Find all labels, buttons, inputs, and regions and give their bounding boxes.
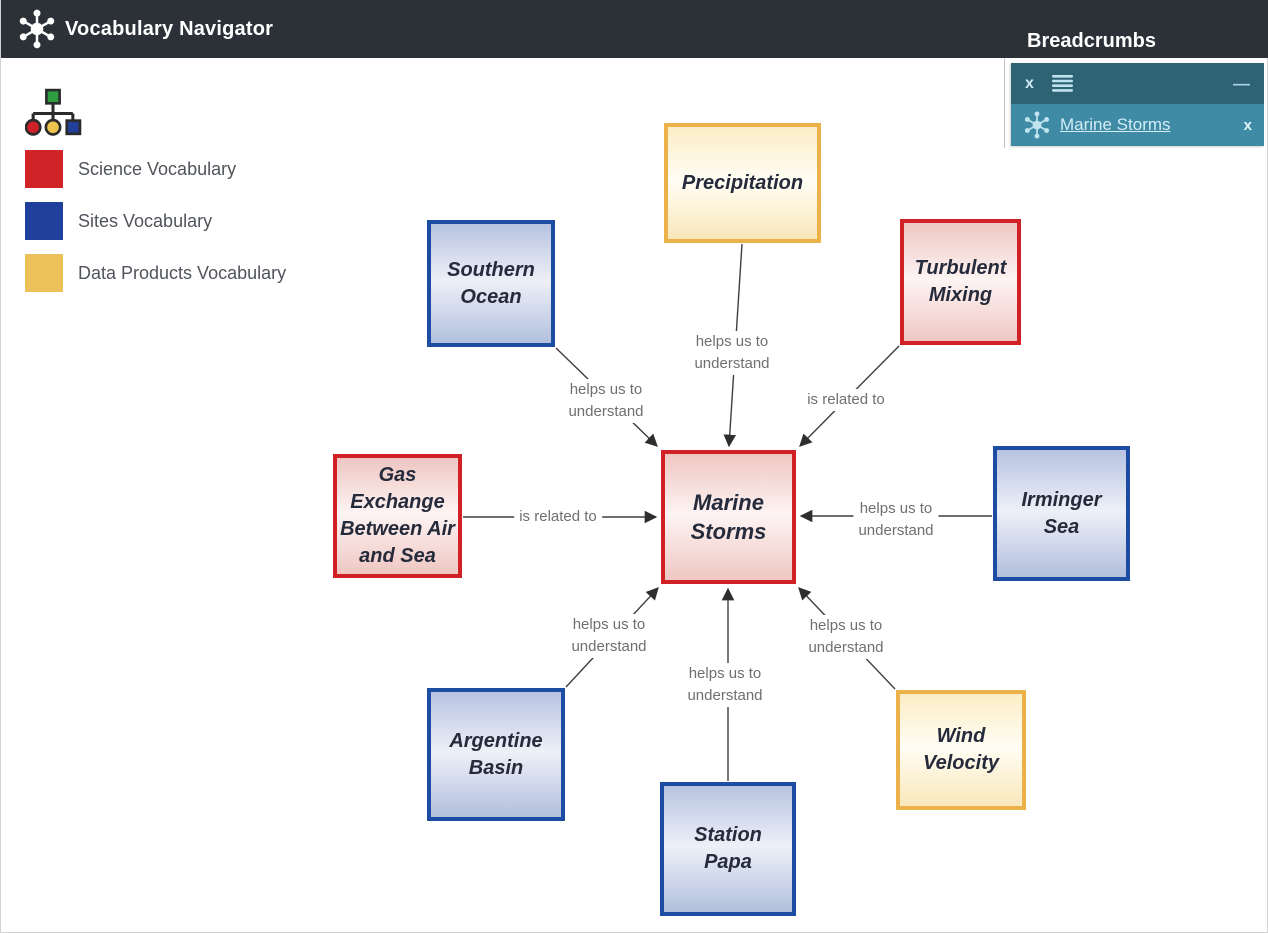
breadcrumbs-panel: x — Marine Storms x bbox=[1011, 63, 1264, 146]
node-irminger-sea[interactable]: Irminger Sea bbox=[993, 446, 1130, 581]
edge-label-southern-ocean: helps us to understand bbox=[563, 379, 649, 423]
legend: Science Vocabulary Sites Vocabulary Data… bbox=[24, 88, 286, 306]
node-label: Argentine Basin bbox=[449, 729, 543, 779]
node-label: Station Papa bbox=[694, 824, 762, 873]
edge-label-turbulent-mixing: is related to bbox=[802, 389, 890, 411]
edge-label-station-papa: helps us to understand bbox=[682, 663, 768, 707]
node-label: Southern Ocean bbox=[447, 258, 535, 308]
sites-color-swatch bbox=[25, 202, 63, 240]
node-label: Gas Exchange Between Air and Sea bbox=[340, 464, 455, 567]
breadcrumbs-minimize-button[interactable]: — bbox=[1233, 73, 1250, 93]
breadcrumbs-close-button[interactable]: x bbox=[1025, 74, 1034, 92]
edge-label-irminger-sea: helps us to understand bbox=[853, 498, 939, 542]
node-station-papa[interactable]: Station Papa bbox=[660, 782, 796, 916]
edge-label-precipitation: helps us to understand bbox=[689, 331, 775, 375]
edge-label-wind-velocity: helps us to understand bbox=[803, 615, 889, 659]
breadcrumbs-panel-title: Breadcrumbs bbox=[1027, 30, 1156, 52]
legend-label: Data Products Vocabulary bbox=[78, 262, 287, 283]
legend-label: Sites Vocabulary bbox=[78, 210, 213, 231]
node-label: Marine Storms bbox=[690, 490, 767, 544]
node-southern-ocean[interactable]: Southern Ocean bbox=[427, 220, 555, 347]
breadcrumb-item-close-button[interactable]: x bbox=[1243, 116, 1252, 134]
node-label: Irminger Sea bbox=[1021, 488, 1102, 538]
legend-item-data-products: Data Products Vocabulary bbox=[25, 254, 286, 292]
node-argentine-basin[interactable]: Argentine Basin bbox=[427, 688, 565, 821]
data-products-color-swatch bbox=[25, 254, 63, 292]
science-color-swatch bbox=[25, 150, 63, 188]
molecule-icon bbox=[1023, 111, 1051, 139]
node-label: Wind Velocity bbox=[923, 725, 999, 774]
node-wind-velocity[interactable]: Wind Velocity bbox=[896, 690, 1026, 810]
breadcrumb-link-marine-storms[interactable]: Marine Storms bbox=[1060, 115, 1171, 134]
hamburger-icon[interactable] bbox=[1051, 75, 1073, 92]
node-label: Precipitation bbox=[681, 171, 804, 194]
node-label: Turbulent Mixing bbox=[914, 257, 1007, 306]
node-gas-exchange-between-air-and-sea[interactable]: Gas Exchange Between Air and Sea bbox=[333, 454, 462, 578]
panel-left-divider bbox=[1004, 58, 1005, 148]
breadcrumbs-toolbar: x — bbox=[1011, 63, 1264, 104]
app-title: Vocabulary Navigator bbox=[65, 17, 274, 40]
legend-item-sites: Sites Vocabulary bbox=[25, 202, 286, 240]
edge-label-argentine-basin: helps us to understand bbox=[566, 614, 652, 658]
breadcrumb-item: Marine Storms x bbox=[1011, 104, 1264, 146]
legend-label: Science Vocabulary bbox=[78, 158, 237, 179]
node-precipitation[interactable]: Precipitation bbox=[664, 123, 821, 243]
app-header: Vocabulary Navigator bbox=[1, 0, 1268, 58]
node-marine-storms[interactable]: Marine Storms bbox=[661, 450, 796, 584]
node-turbulent-mixing[interactable]: Turbulent Mixing bbox=[900, 219, 1021, 345]
hierarchy-icon bbox=[24, 88, 82, 136]
molecule-icon bbox=[17, 9, 57, 49]
legend-item-science: Science Vocabulary bbox=[25, 150, 286, 188]
edge-label-gas-exchange-between-air-and-sea: is related to bbox=[514, 506, 602, 528]
